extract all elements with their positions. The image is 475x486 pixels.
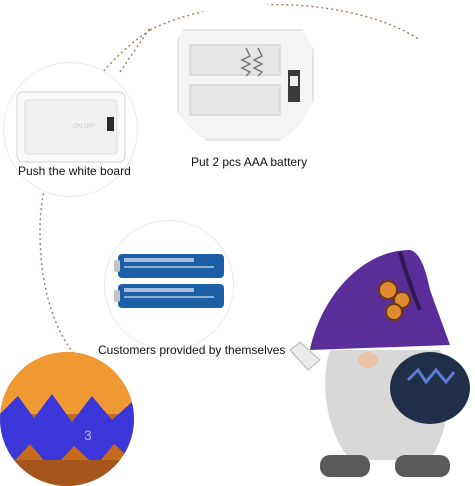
step3-caption: Customers provided by themselves (98, 343, 286, 357)
battery-compartment-icon (177, 29, 314, 141)
compartment-photo-circle (168, 0, 318, 150)
board-photo-circle: ON OFF (3, 62, 138, 197)
pumpkin-light-icon: 3 (0, 352, 134, 486)
svg-text:3: 3 (84, 427, 92, 443)
svg-text:ON OFF: ON OFF (73, 124, 96, 130)
gnome-figure-icon (289, 250, 470, 477)
step1-caption: Push the white board (18, 164, 131, 178)
aaa-battery-icon (114, 254, 224, 308)
batteries-photo-circle (104, 220, 234, 350)
pumpkin-light-photo-circle: 3 (0, 352, 134, 486)
battery-case-board-icon: ON OFF (16, 91, 126, 163)
step2-caption: Put 2 pcs AAA battery (191, 155, 308, 169)
